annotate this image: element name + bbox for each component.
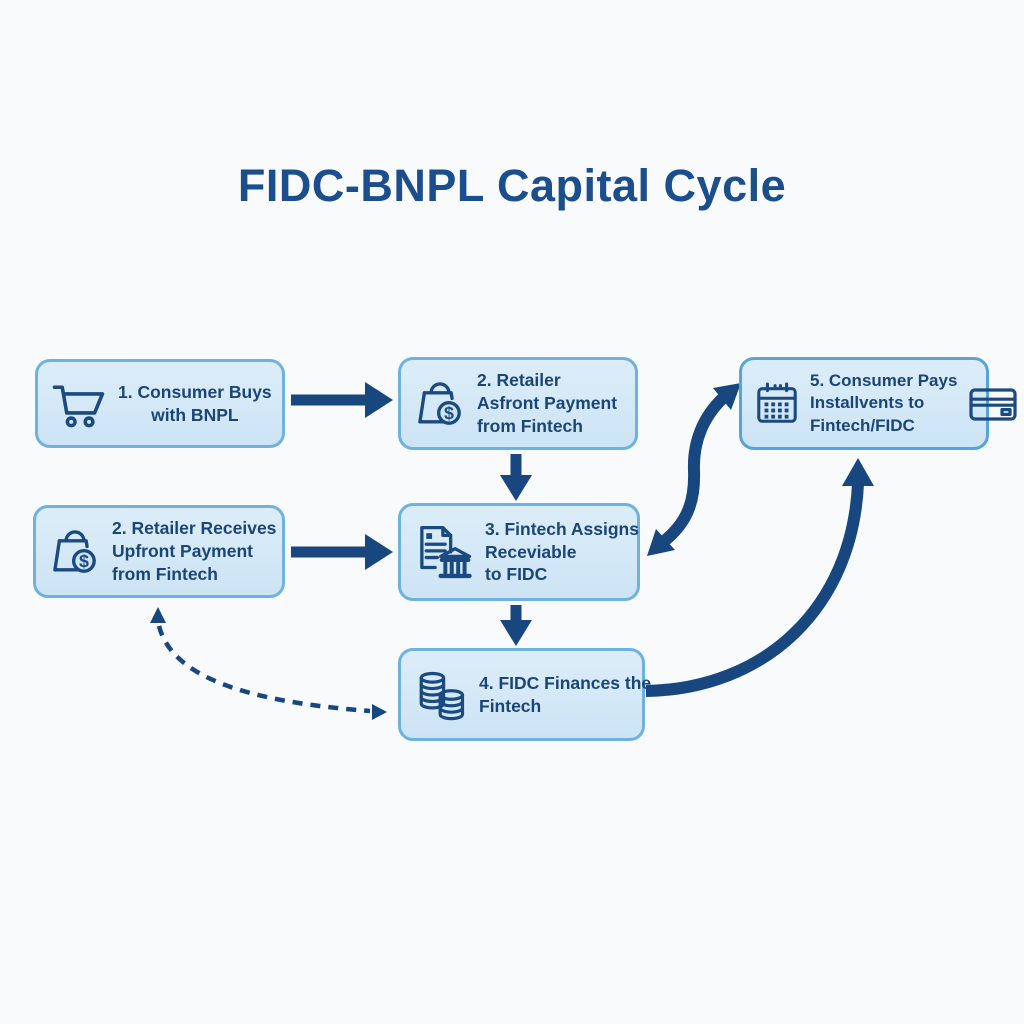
step-label: 5. Consumer Pays Installvents to Fintech… [810,371,958,435]
step-label: 4. FIDC Finances the Fintech [479,672,652,716]
arrow-retailer-receives-fidc-dashed [150,607,387,720]
step-box-fidc-finances: 4. FIDC Finances the Fintech [398,648,651,741]
svg-text:$: $ [79,550,89,570]
arrow-retailer-receives-to-fintech-assigns [291,534,393,570]
page-title: FIDC-BNPL Capital Cycle [237,160,787,211]
arrow-consumer-to-retailer [291,382,393,418]
step-label: 2. Retailer Receives Upfront Payment fro… [112,518,277,584]
shopping-bag-dollar-icon: $ [413,375,467,433]
step-label: 1. Consumer Buys with BNPL [118,381,272,425]
shopping-cart-icon [50,378,108,430]
step-label: 2. Retailer Asfront Payment from Fintech [477,370,618,436]
calendar-icon [754,379,800,429]
coins-icon [413,666,469,724]
step-box-consumer-buys: 1. Consumer Buys with BNPL [35,359,285,448]
step-box-consumer-pays: 5. Consumer Pays Installvents to Fintech… [739,357,1018,450]
arrow-fintech-assigns-down-to-fidc [500,605,532,646]
step-box-retailer-asfront: $ 2. Retailer Asfront Payment from Finte… [398,357,638,450]
arrow-fintech-assigns-consumer-pays-double [647,383,741,556]
arrow-retailer-down-to-fintech-assigns [500,454,532,501]
svg-text:$: $ [444,402,454,422]
arrow-fidc-up-to-consumer-pays [645,458,874,697]
shopping-bag-dollar-icon: $ [48,523,102,581]
document-bank-icon [413,521,475,583]
step-box-retailer-receives: $ 2. Retailer Receives Upfront Payment f… [33,505,285,598]
step-box-fintech-assigns: 3. Fintech Assigns Receviable to FIDC [398,503,640,601]
step-label: 3. Fintech Assigns Receviable to FIDC [485,518,639,585]
credit-card-icon [967,384,1019,424]
